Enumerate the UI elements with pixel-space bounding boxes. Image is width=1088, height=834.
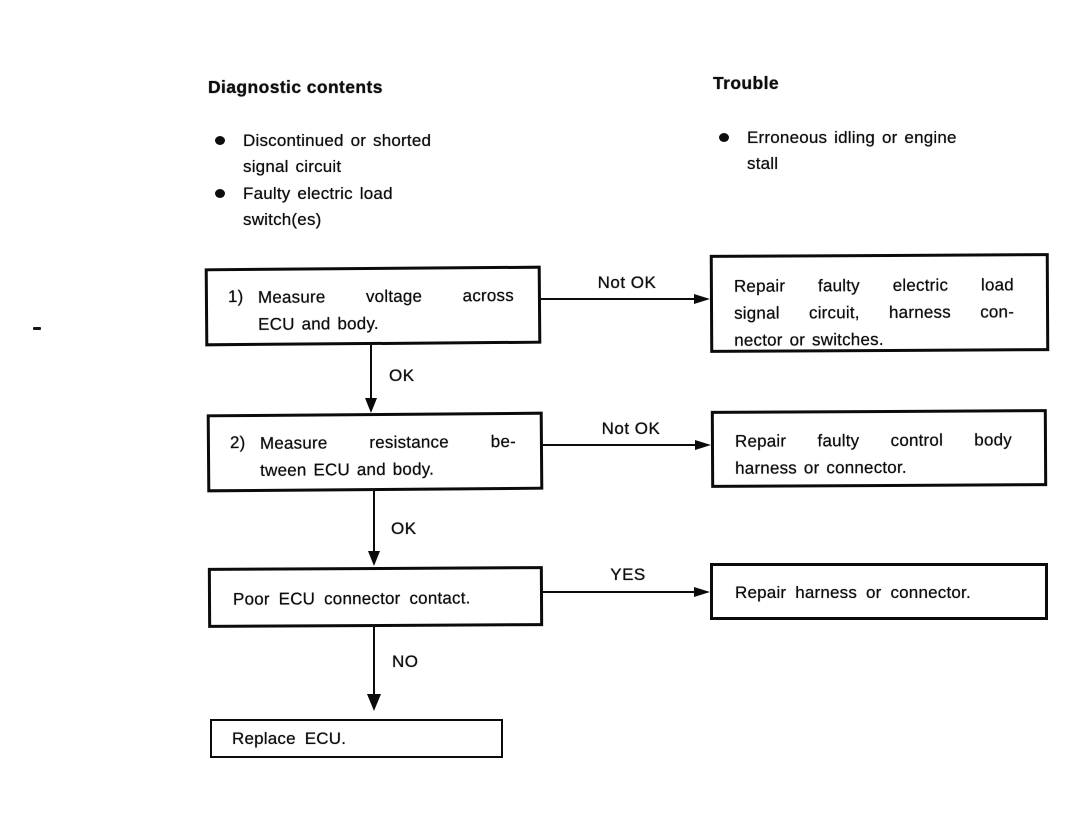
flow-result-1-box: Repair faulty electric load signal circu… [709,253,1050,353]
diagnostic-item-line: signal circuit [243,157,342,176]
trouble-item-line: stall [747,154,779,173]
label-not-ok-2: Not OK [601,419,661,438]
flow-step-4-line: Replace ECU. [232,729,347,748]
flow-step-1-box: 1) Measure voltage across ECU and body. [204,265,542,347]
diagnostic-item-line: Discontinued or shorted [243,131,432,150]
arrow-ok-2 [373,491,376,553]
diagnostic-item-line: switch(es) [243,210,322,229]
arrowhead-down-icon [365,398,377,413]
label-no: NO [392,652,419,671]
flow-result-3-line: Repair harness or connector. [735,583,971,602]
arrowhead-right-icon [694,587,710,597]
label-not-ok-1: Not OK [597,273,657,292]
diagnostic-item: Faulty electric load switch(es) [215,181,393,233]
trouble-item-line: Erroneous idling or engine [747,128,957,147]
diagnostic-contents-title: Diagnostic contents [208,77,383,97]
flow-result-1-line: signal circuit, harness con- [734,302,1015,323]
label-yes: YES [610,565,646,584]
diagnostic-item: Discontinued or shorted signal circuit [215,128,431,180]
trouble-title: Trouble [713,73,779,93]
bullet-icon [719,133,729,142]
label-ok-2: OK [391,519,417,538]
diagnostic-item-line: Faulty electric load [243,184,393,203]
flow-result-2-line: harness or connector. [735,457,907,478]
flow-step-2-line: Measure resistance be- [259,431,516,453]
flow-step-2-box: 2) Measure resistance be- tween ECU and … [206,411,544,493]
flow-step-3-line: Poor ECU connector contact. [232,588,471,609]
step-number: 1) [227,287,244,307]
arrowhead-right-icon [694,294,710,304]
arrow-not-ok-1 [541,298,695,301]
flow-result-1-line: nector or switches. [734,329,884,350]
arrow-yes [543,591,695,594]
bullet-icon [215,189,225,198]
flow-result-3-box: Repair harness or connector. [710,563,1048,620]
arrowhead-down-icon [368,551,380,566]
scan-artifact-mark [33,327,41,330]
flow-result-1-line: Repair faulty electric load [733,275,1014,296]
flow-result-2-box: Repair faulty control body harness or co… [710,409,1048,488]
label-ok-1: OK [389,366,415,385]
flow-step-1-line: Measure voltage across [257,285,514,307]
bullet-icon [215,136,225,145]
flow-step-3-box: Poor ECU connector contact. [207,566,544,628]
arrow-ok-1 [370,345,373,400]
flow-step-4-box: Replace ECU. [210,719,503,758]
arrow-not-ok-2 [543,444,696,447]
flow-step-1-line: ECU and body. [258,313,379,334]
flow-result-2-line: Repair faulty control body [734,430,1013,451]
step-number: 2) [229,433,246,453]
arrow-no [373,627,376,696]
arrowhead-down-icon [367,694,381,711]
arrowhead-right-icon [695,440,711,450]
trouble-item: Erroneous idling or engine stall [719,125,957,177]
flow-step-2-line: tween ECU and body. [260,459,435,480]
